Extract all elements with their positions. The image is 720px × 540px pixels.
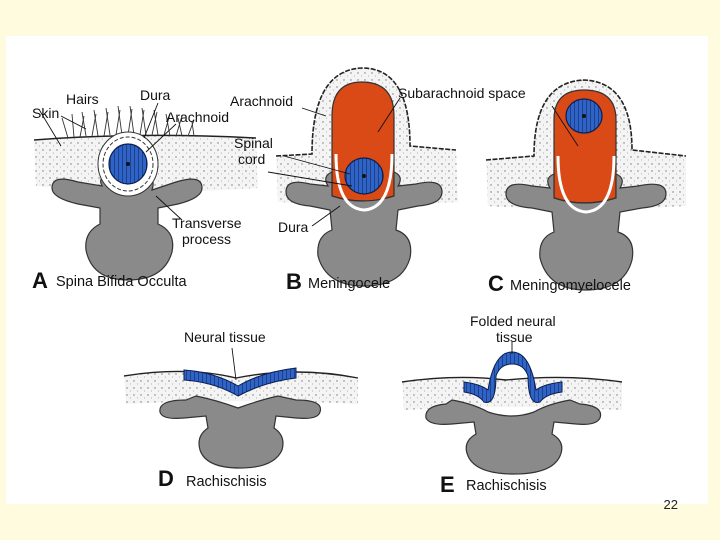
panel-letter-a: A xyxy=(32,268,48,293)
panel-letter-c: C xyxy=(488,271,504,296)
label-neural-tissue: Neural tissue xyxy=(184,329,266,345)
label-hairs: Hairs xyxy=(66,91,99,107)
panel-a: Skin Hairs Dura Arachnoid Transverse pro… xyxy=(32,87,258,293)
panel-caption-c: Meningomyelocele xyxy=(510,278,631,294)
panel-caption-a: Spina Bifida Occulta xyxy=(56,274,188,290)
spina-bifida-figure: Skin Hairs Dura Arachnoid Transverse pro… xyxy=(6,36,708,504)
skin-surface-b xyxy=(275,67,457,157)
central-canal xyxy=(126,162,130,166)
vertebra-e xyxy=(425,399,602,475)
label-arachnoid-a: Arachnoid xyxy=(166,109,229,125)
label-cord: cord xyxy=(238,151,265,167)
dura-canal-b xyxy=(334,153,394,212)
page-number: 22 xyxy=(663,497,678,512)
vertebra-c xyxy=(505,173,667,291)
panel-letter-e: E xyxy=(440,472,455,497)
panel-d: Neural tissue D Rachischisis xyxy=(123,329,359,491)
label-folded-neural: Folded neural xyxy=(470,313,556,329)
label-subarachnoid: Subarachnoid space xyxy=(398,85,526,101)
dura-canal-c xyxy=(556,155,616,214)
label-dura-b: Dura xyxy=(278,219,309,235)
panel-caption-b: Meningocele xyxy=(308,276,390,292)
panel-e: Folded neural tissue E Rachischisis xyxy=(401,313,623,497)
panel-c: C Meningomyelocele xyxy=(485,79,687,296)
central-canal-c xyxy=(582,114,586,118)
label-arachnoid-b: Arachnoid xyxy=(230,93,293,109)
leader-lines-a xyxy=(39,102,183,221)
leader-line-d xyxy=(231,347,237,381)
label-dura-a: Dura xyxy=(140,87,171,103)
leader-lines-b xyxy=(267,97,401,227)
panel-caption-e: Rachischisis xyxy=(466,478,547,494)
panel-letter-d: D xyxy=(158,466,174,491)
dura-layer xyxy=(102,136,154,192)
folded-neural-tissue-e xyxy=(463,351,563,403)
figure-svg: Skin Hairs Dura Arachnoid Transverse pro… xyxy=(32,67,687,497)
vertebra-d xyxy=(159,395,322,469)
label-spinal: Spinal xyxy=(234,135,273,151)
vertebra-b xyxy=(285,171,443,287)
label-skin: Skin xyxy=(32,105,59,121)
panel-caption-d: Rachischisis xyxy=(186,474,267,490)
skin-surface-e xyxy=(401,376,623,383)
central-canal-b xyxy=(362,174,366,178)
panel-letter-b: B xyxy=(286,269,302,294)
neural-plate-d xyxy=(183,367,297,397)
label-folded-tissue: tissue xyxy=(496,329,533,345)
panel-b: Arachnoid Spinal cord Dura Subarachnoid … xyxy=(230,67,526,294)
label-process: process xyxy=(182,231,231,247)
skin-surface-c xyxy=(485,79,687,161)
label-transverse: Transverse xyxy=(172,215,242,231)
leader-line-c xyxy=(551,105,579,147)
